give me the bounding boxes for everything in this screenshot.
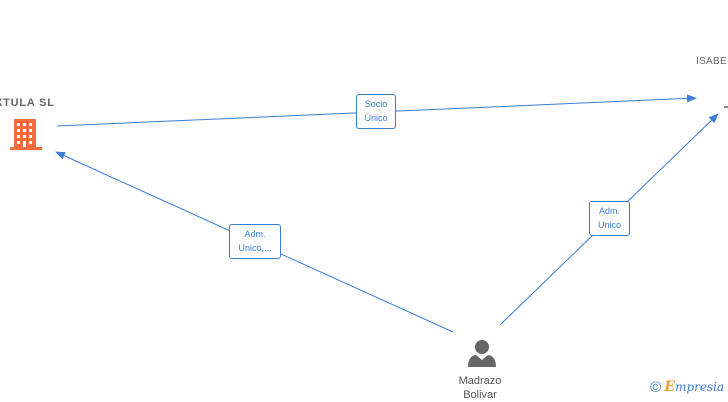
person-name-line2: Bolivar bbox=[463, 389, 497, 401]
building-icon[interactable] bbox=[10, 119, 42, 150]
edge-label-adm-right-line1: Adm. bbox=[598, 206, 620, 216]
copyright-icon: © bbox=[650, 379, 662, 396]
right-entity-name[interactable]: ISABE bbox=[696, 56, 727, 67]
edge-label-adm-right[interactable]: Adm. Unico bbox=[589, 201, 630, 236]
edge-label-socio[interactable]: Socio Único bbox=[356, 94, 396, 129]
person-name[interactable]: Madrazo Bolivar bbox=[440, 374, 520, 402]
edge-label-adm-company-line1: Adm. bbox=[244, 229, 266, 239]
edge-label-adm-company-line2: Unico,... bbox=[238, 243, 272, 253]
right-entity-marker bbox=[724, 106, 728, 108]
edge-label-adm-company[interactable]: Adm. Unico,... bbox=[229, 224, 281, 259]
brand-initial: E bbox=[664, 379, 676, 395]
person-icon[interactable] bbox=[468, 340, 496, 367]
person-name-line1: Madrazo bbox=[458, 375, 502, 387]
company-name[interactable]: XTULA SL bbox=[0, 97, 55, 109]
empresia-watermark: © Empresia bbox=[650, 379, 724, 396]
edge-label-adm-right-line2: Unico bbox=[597, 220, 621, 230]
edge-label-socio-line1: Socio bbox=[364, 99, 388, 109]
brand-name: mpresia bbox=[675, 380, 725, 394]
edge-label-socio-line2: Único bbox=[364, 113, 388, 123]
